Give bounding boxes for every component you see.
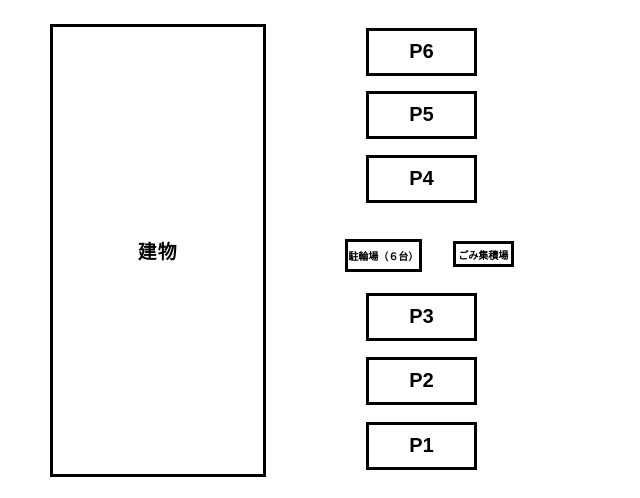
parking-space-label: P4 [409, 167, 434, 190]
parking-space-label: P3 [409, 305, 434, 328]
parking-space-p6: P6 [366, 28, 477, 76]
building-outline: 建物 [50, 24, 266, 477]
bicycle-parking-area: 駐輪場（６台） [345, 239, 422, 272]
parking-space-p5: P5 [366, 91, 477, 139]
parking-space-label: P6 [409, 40, 434, 63]
parking-space-p4: P4 [366, 155, 477, 203]
parking-space-p3: P3 [366, 293, 477, 341]
garbage-collection-label: ごみ集積場 [458, 250, 509, 262]
parking-space-label: P5 [409, 103, 434, 126]
parking-space-p2: P2 [366, 357, 477, 405]
parking-space-label: P2 [409, 369, 434, 392]
parking-space-p1: P1 [366, 422, 477, 470]
bicycle-parking-label: 駐輪場（６台） [348, 252, 419, 263]
building-label: 建物 [137, 242, 178, 263]
parking-space-label: P1 [409, 434, 434, 457]
garbage-collection-area: ごみ集積場 [453, 241, 514, 267]
